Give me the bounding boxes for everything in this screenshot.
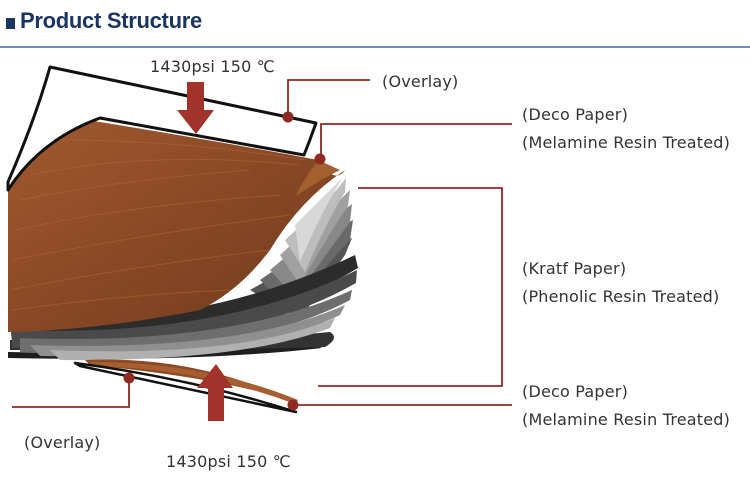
deco-top-label-line1: (Deco Paper) [522, 105, 629, 124]
pressure-label-top: 1430psi 150 ℃ [150, 57, 275, 76]
kraft-label-line2: (Phenolic Resin Treated) [522, 287, 720, 306]
marker-overlay-top [282, 111, 294, 123]
deco-top-label-line2: (Melamine Resin Treated) [522, 133, 731, 152]
pressure-label-bottom: 1430psi 150 ℃ [166, 452, 291, 471]
overlay-top-label: (Overlay) [382, 72, 459, 91]
deco-paper-top-layer [8, 118, 345, 332]
marker-overlay-bottom [123, 372, 135, 384]
marker-deco-bottom [287, 399, 299, 411]
header-bar: Product Structure [0, 0, 750, 46]
header-divider [0, 46, 750, 48]
pressure-arrow-top [177, 82, 214, 134]
leader-overlay-top [287, 79, 370, 117]
kraft-label-line1: (Kratf Paper) [522, 259, 627, 278]
overlay-top-sheet [6, 65, 318, 192]
title-bullet-icon [6, 18, 15, 29]
laminate-structure-diagram [6, 65, 512, 421]
kraft-paper-layers [8, 178, 358, 361]
deco-bottom-label-line2: (Melamine Resin Treated) [522, 410, 731, 429]
leader-deco-top [320, 123, 512, 160]
leader-overlay-bottom [12, 378, 130, 408]
pressure-arrow-bottom [197, 364, 233, 421]
page-title: Product Structure [20, 8, 202, 33]
overlay-bottom-label: (Overlay) [24, 433, 101, 452]
deco-bottom-label-line1: (Deco Paper) [522, 382, 629, 401]
marker-deco-top [314, 153, 326, 165]
leader-kraft [318, 187, 503, 387]
